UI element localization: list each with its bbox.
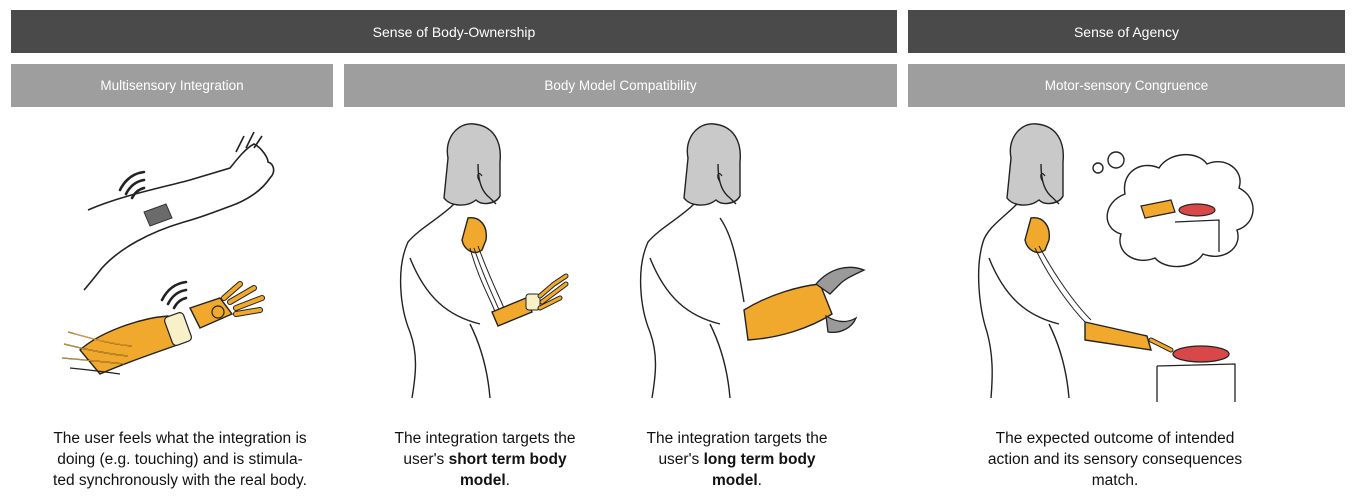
caption-multisensory: The user feels what the integration is d… [10,428,350,491]
caption-short-term: The integration targets the user's short… [360,428,610,491]
caption-emphasis: short term body [449,451,567,468]
caption-line: doing (e.g. touching) and is stimula- [10,449,350,470]
header-agency-label: Sense of Agency [1074,24,1179,40]
illustration-short-term [370,118,600,408]
caption-line: The user feels what the integration is [10,428,350,449]
caption-line: The expected outcome of intended [950,428,1280,449]
red-button-icon [1157,346,1235,402]
caption-text: user's [403,451,448,468]
illustration-multisensory [40,118,300,408]
subheader-motor-sensory-label: Motor-sensory Congruence [1045,78,1209,93]
header-body-ownership: Sense of Body-Ownership [11,10,897,53]
caption-text: . [506,472,510,489]
thought-bubble-icon [1093,152,1253,267]
header-agency: Sense of Agency [908,10,1345,53]
caption-text: user's [658,451,703,468]
caption-long-term: The integration targets the user's long … [612,428,862,491]
caption-emphasis: long term body [704,451,816,468]
caption-emphasis: model [712,472,758,489]
subheader-body-model-label: Body Model Compatibility [544,78,696,93]
crab-claw-icon [744,267,864,340]
subheader-motor-sensory: Motor-sensory Congruence [908,64,1345,107]
illustration-agency [975,118,1265,408]
caption-line: model. [360,470,610,491]
caption-line: The integration targets the [612,428,862,449]
caption-emphasis: model [460,472,506,489]
caption-text: . [758,472,762,489]
caption-line: action and its sensory consequences [950,449,1280,470]
caption-agency: The expected outcome of intended action … [950,428,1280,491]
caption-line: user's long term body [612,449,862,470]
subheader-multisensory: Multisensory Integration [11,64,333,107]
prosthetic-arm-icon [1025,218,1171,350]
illustration-long-term [620,118,890,408]
caption-line: match. [950,470,1280,491]
caption-line: model. [612,470,862,491]
caption-line: user's short term body [360,449,610,470]
subheader-multisensory-label: Multisensory Integration [100,78,243,93]
header-body-ownership-label: Sense of Body-Ownership [373,24,536,40]
wireless-signal-icon [120,172,144,198]
subheader-body-model: Body Model Compatibility [344,64,897,107]
caption-line: The integration targets the [360,428,610,449]
caption-line: ted synchronously with the real body. [10,470,350,491]
prosthetic-arm-icon [462,218,566,326]
